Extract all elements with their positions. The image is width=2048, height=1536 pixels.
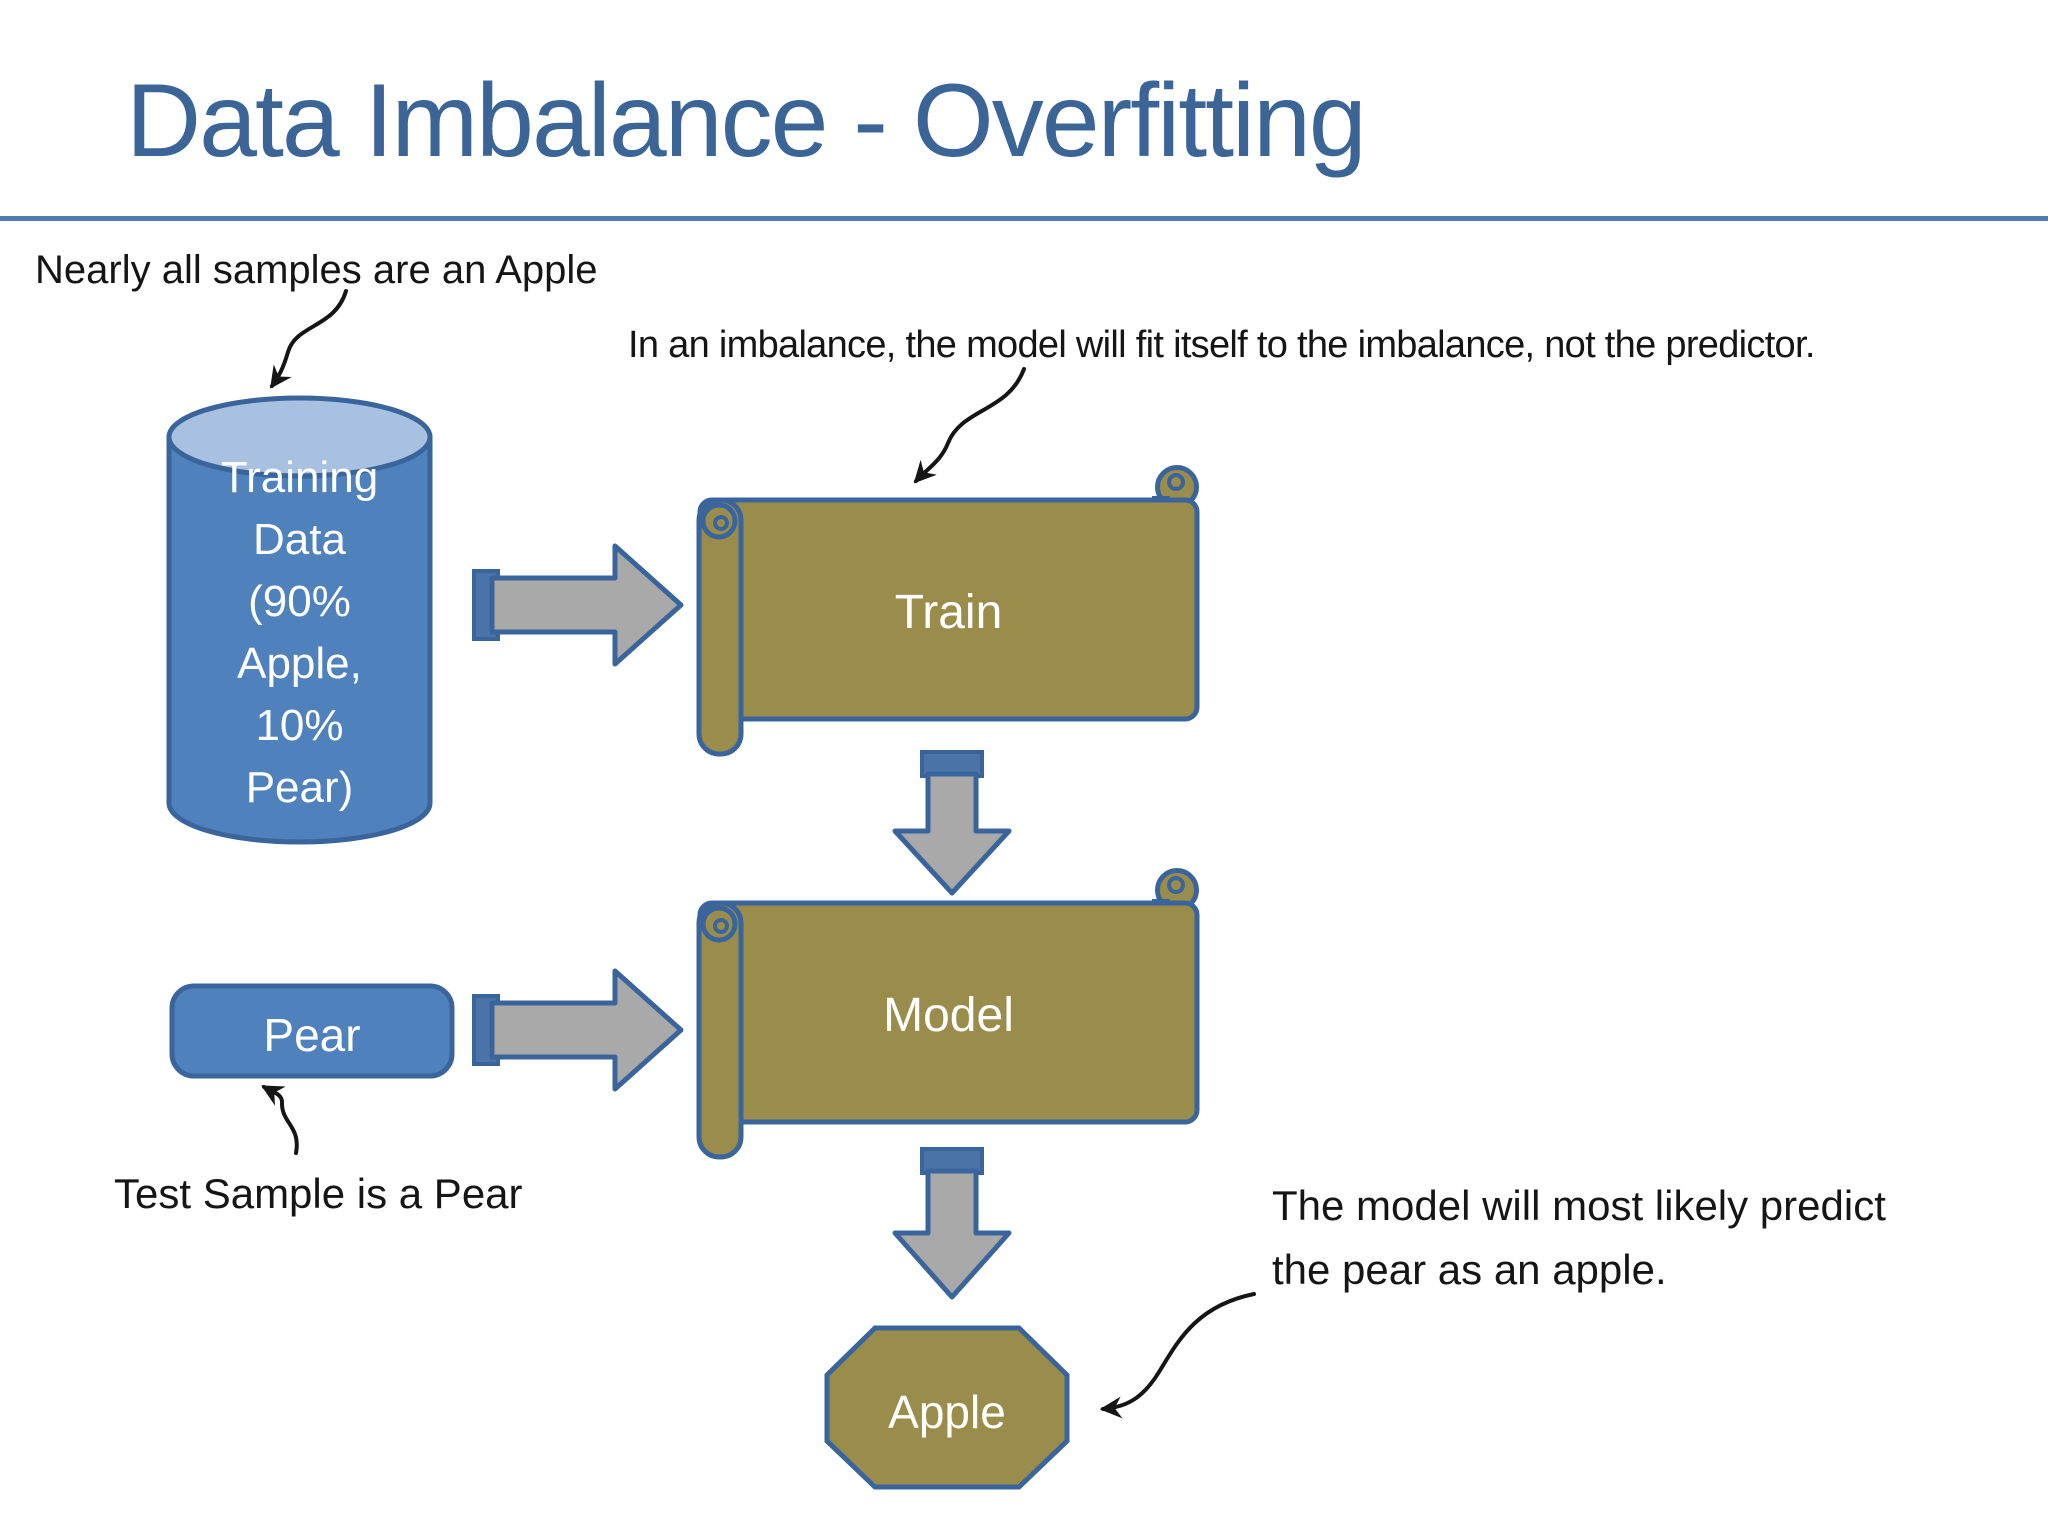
apple-label: Apple <box>888 1386 1006 1438</box>
title-rule <box>0 216 2048 221</box>
training-data-line: Training <box>220 453 379 502</box>
annotation-predict-apple-line1: The model will most likely predict <box>1272 1182 1886 1229</box>
scroll-left-curl-inner <box>713 515 729 531</box>
train-scroll <box>696 465 1200 757</box>
flow-arrow-model-to-apple <box>892 1147 1012 1300</box>
slide-title: Data Imbalance - Overfitting <box>126 63 1367 179</box>
annotation-predict-apple-line2: the pear as an apple. <box>1272 1246 1667 1293</box>
annotation-arrow-to-apple <box>1099 1292 1256 1419</box>
arrow-shape <box>489 968 684 1092</box>
pear-box <box>169 983 455 1079</box>
cylinder-top <box>166 395 433 479</box>
annotation-imbalance-fit: In an imbalance, the model will fit itse… <box>628 324 1815 366</box>
model-scroll <box>696 868 1200 1160</box>
arrow-shape <box>892 771 1012 896</box>
scroll-right-curl-inner <box>1167 876 1185 894</box>
flow-arrow-data-to-train <box>472 543 684 667</box>
annotation-nearly-all-apples: Nearly all samples are an Apple <box>35 248 598 292</box>
scroll-left-roll <box>696 497 744 757</box>
flow-arrow-train-to-model <box>892 750 1012 896</box>
pear-label: Pear <box>263 1009 361 1061</box>
annotation-predict-apple: The model will most likely predict the p… <box>1272 1174 1972 1302</box>
apple-octagon <box>824 1325 1070 1490</box>
annotation-arrow-to-train <box>913 367 1026 484</box>
scroll-left-curl-inner <box>713 918 729 934</box>
scroll-left-roll <box>696 900 744 1160</box>
training-data-line: (90% <box>248 577 351 626</box>
scroll-right-curl-inner <box>1167 473 1185 491</box>
training-data-line: Pear) <box>245 763 354 812</box>
cylinder-body <box>166 434 433 845</box>
scroll-left-curl <box>700 905 738 943</box>
training-data-line: Apple, <box>237 639 362 688</box>
model-label: Model <box>883 989 1014 1042</box>
scroll-left-curl <box>700 502 738 540</box>
annotation-test-sample-pear: Test Sample is a Pear <box>114 1170 523 1217</box>
arrow-shape <box>489 543 684 667</box>
arrow-shape <box>892 1168 1012 1300</box>
annotation-arrow-to-cylinder <box>270 289 348 389</box>
training-data-line: Data <box>253 515 346 564</box>
flow-arrow-pear-to-model <box>472 968 684 1092</box>
training-data-line: 10% <box>255 701 344 750</box>
training-data-label: Training Data (90% Apple, 10% Pear) <box>169 447 430 819</box>
annotation-arrow-to-pear <box>261 1085 299 1155</box>
training-data-cylinder <box>166 395 433 845</box>
train-label: Train <box>894 586 1003 639</box>
